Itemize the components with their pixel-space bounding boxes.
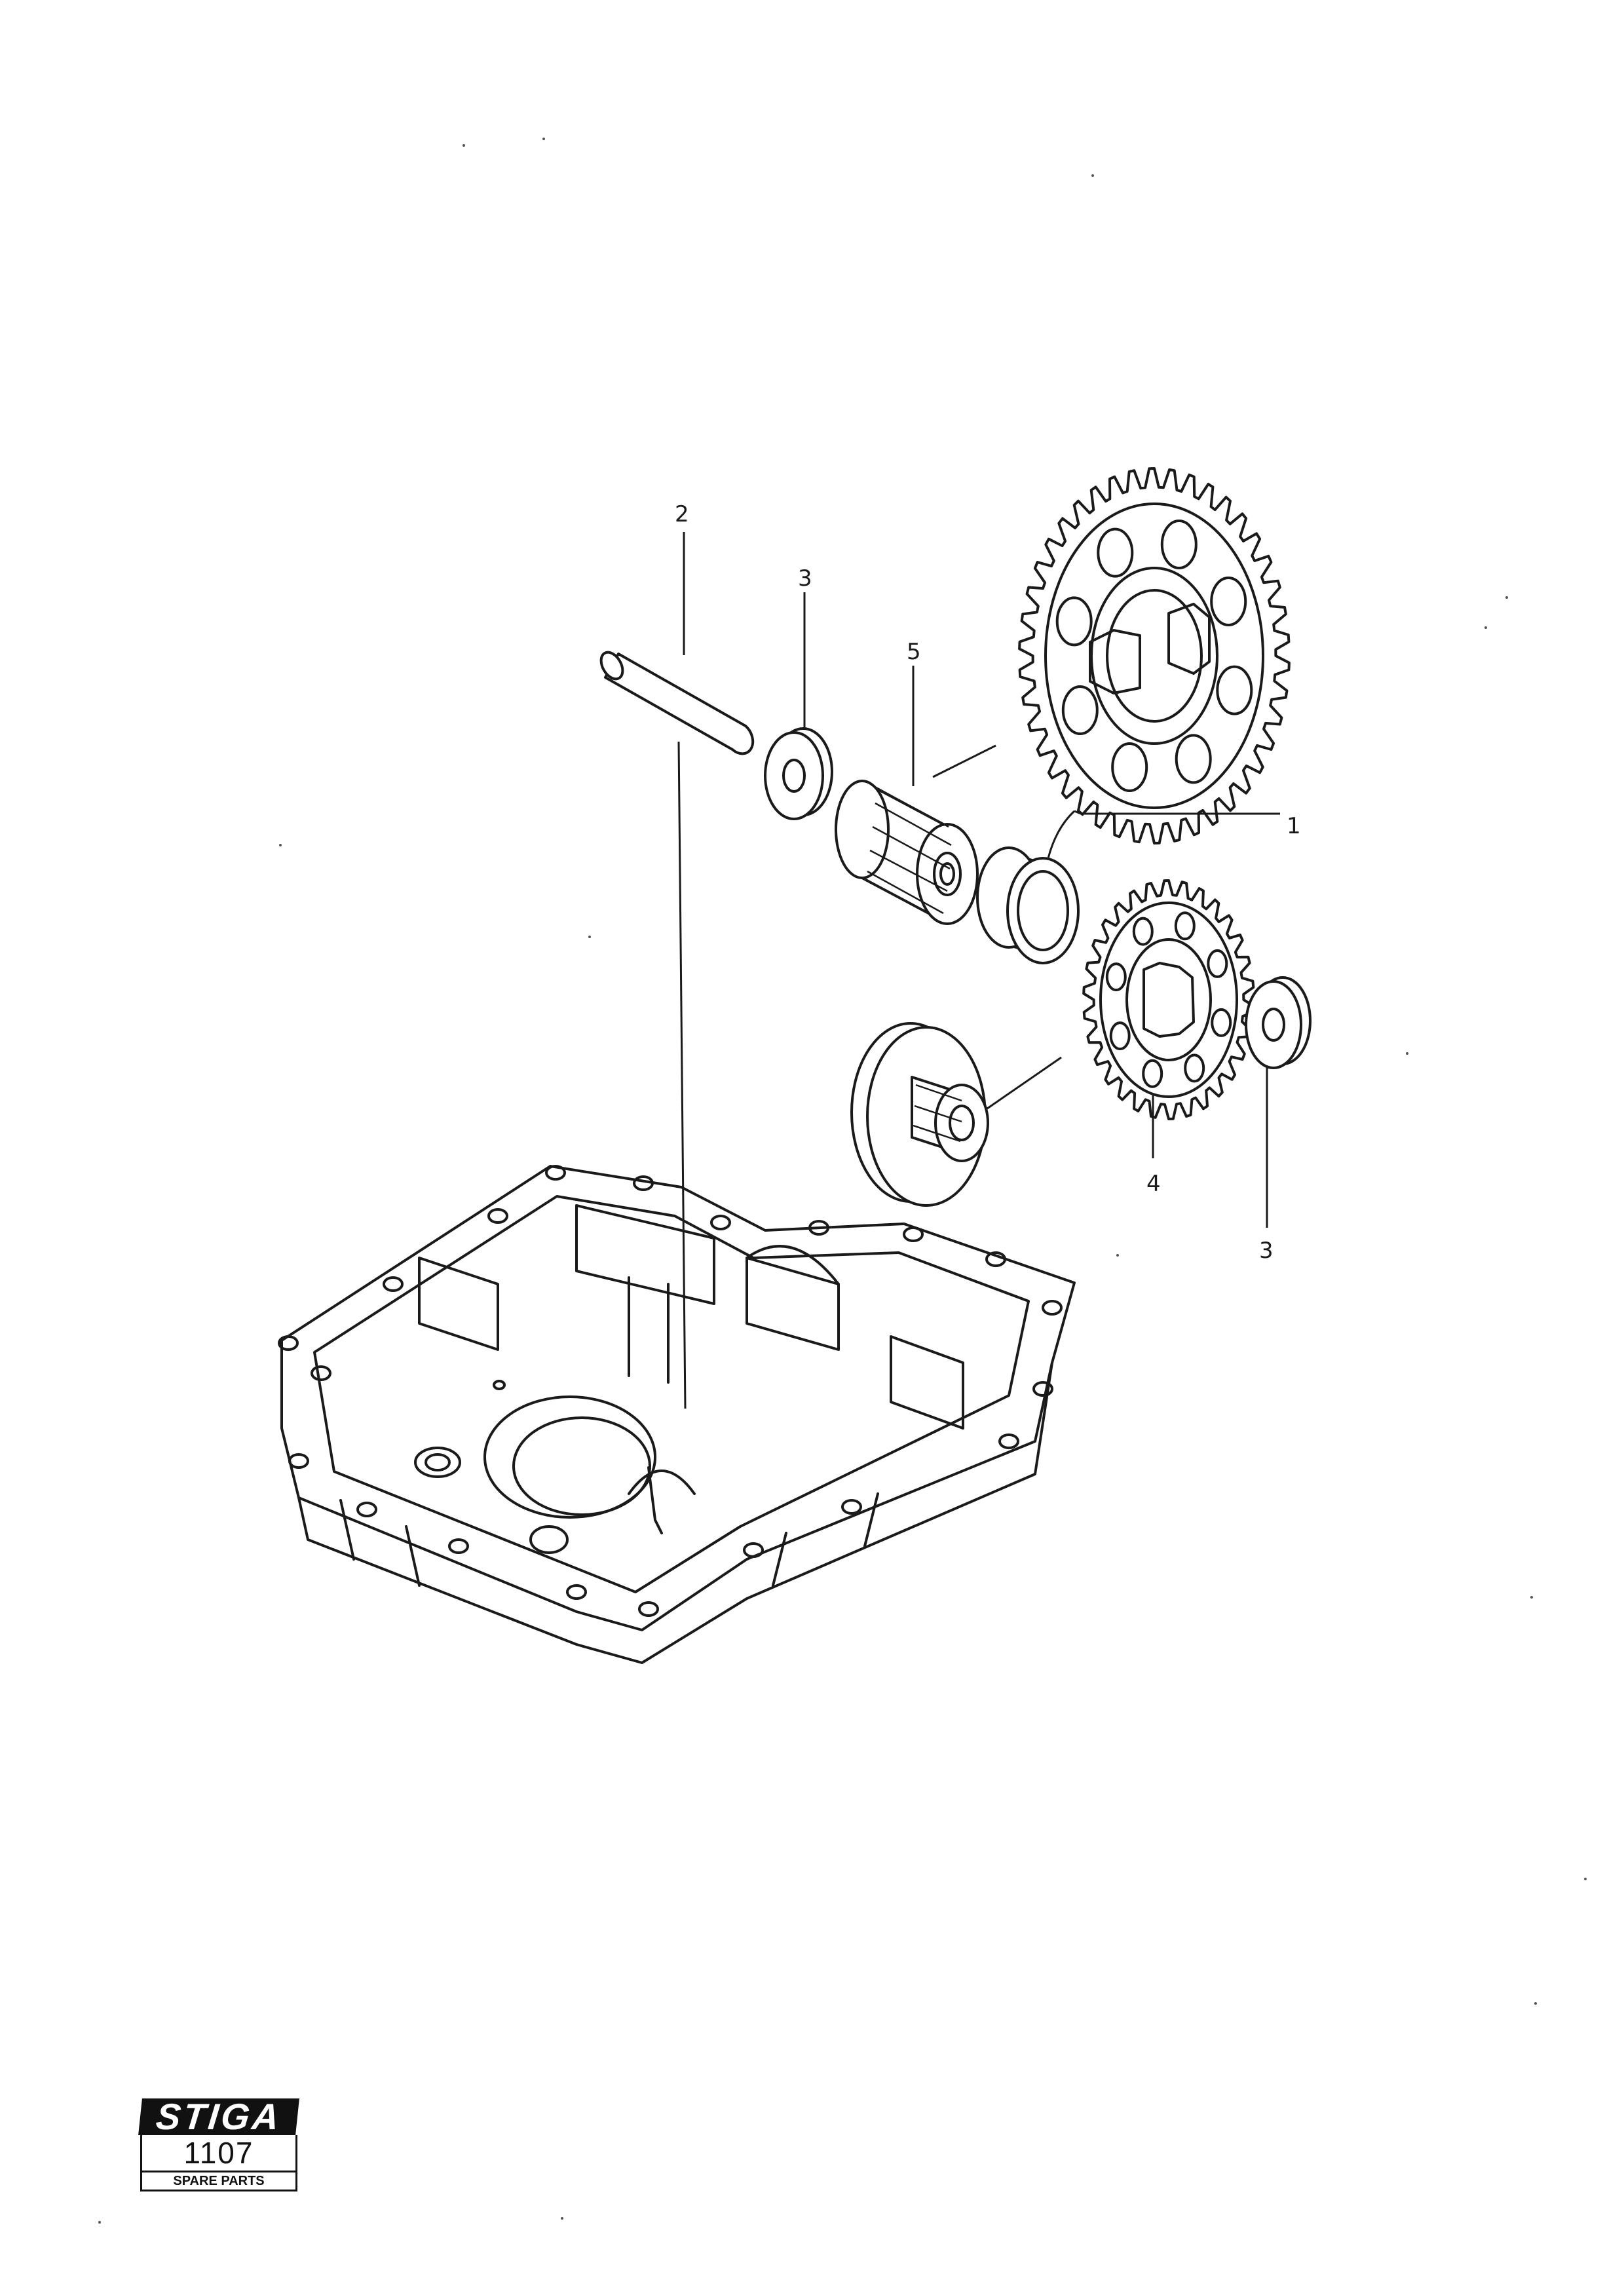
logo-number: 1107 xyxy=(140,2135,297,2172)
gear-hole xyxy=(1175,734,1212,784)
gear-hole xyxy=(1160,520,1198,569)
gear-hole xyxy=(1174,911,1196,941)
flange-bolt-hole xyxy=(633,1175,654,1191)
flange-bolt-hole xyxy=(743,1542,764,1558)
callout-3-lower: 3 xyxy=(1259,1238,1274,1264)
gear-hole xyxy=(1207,949,1228,978)
brand-logo: STIGA 1107 SPARE PARTS xyxy=(138,2096,299,2191)
flange-bolt-hole xyxy=(638,1601,659,1617)
flange-bolt-hole xyxy=(998,1433,1019,1449)
flange-bolt-hole xyxy=(288,1453,309,1469)
washer-part-3-lower xyxy=(1245,976,1312,1069)
callout-2: 2 xyxy=(675,501,689,527)
flange-bolt-hole xyxy=(383,1276,404,1292)
flange-bolt-hole xyxy=(1032,1381,1053,1397)
callout-3-upper: 3 xyxy=(798,565,812,592)
gear-hole xyxy=(1109,1021,1131,1051)
flange-bolt-hole xyxy=(448,1538,469,1554)
logo-subtitle: SPARE PARTS xyxy=(140,2172,297,2191)
flange-bolt-hole xyxy=(808,1220,829,1236)
flange-bolt-hole xyxy=(903,1226,924,1242)
gear-disc-with-pinion xyxy=(850,1022,989,1207)
callout-5: 5 xyxy=(907,639,921,665)
flange-bolt-hole xyxy=(545,1165,566,1181)
flange-bolt-hole xyxy=(1042,1300,1063,1316)
gear-part-4 xyxy=(1082,879,1255,1120)
gear-hole xyxy=(1132,917,1154,946)
pinion-part-5 xyxy=(835,780,979,925)
callout-1: 1 xyxy=(1287,813,1301,839)
callouts: 2 3 5 1 4 3 xyxy=(675,501,1301,1264)
flange-bolt-hole xyxy=(841,1499,862,1515)
logo-brand: STIGA xyxy=(138,2096,299,2137)
gear-hole xyxy=(1097,527,1134,578)
flange-bolt-hole xyxy=(566,1584,587,1600)
pin-part-2 xyxy=(599,651,755,755)
washer-part-3-upper xyxy=(764,727,833,820)
gear-hole xyxy=(1061,685,1099,735)
large-gear xyxy=(1018,467,1291,844)
gear-hole xyxy=(1184,1053,1205,1083)
gear-hole xyxy=(1105,962,1127,992)
flange-bolt-hole xyxy=(356,1502,377,1517)
gear-hole xyxy=(1111,742,1148,792)
transmission-housing xyxy=(278,1165,1076,1664)
scan-specks xyxy=(98,138,1587,2224)
flange-bolt-hole xyxy=(710,1215,731,1230)
bushing-part-1 xyxy=(976,846,1080,964)
callout-4: 4 xyxy=(1146,1171,1161,1197)
gear-hole xyxy=(1211,1008,1232,1037)
gear-hole xyxy=(1216,665,1253,715)
leader-lines xyxy=(677,532,1280,1409)
flange-bolt-hole xyxy=(985,1251,1006,1267)
gear-hole xyxy=(1142,1059,1163,1088)
flange-bolt-hole xyxy=(278,1335,299,1351)
gear-hole xyxy=(1210,577,1247,626)
gear-hole xyxy=(1055,596,1093,647)
flange-bolt-hole xyxy=(311,1365,331,1381)
flange-bolt-hole xyxy=(487,1208,508,1224)
